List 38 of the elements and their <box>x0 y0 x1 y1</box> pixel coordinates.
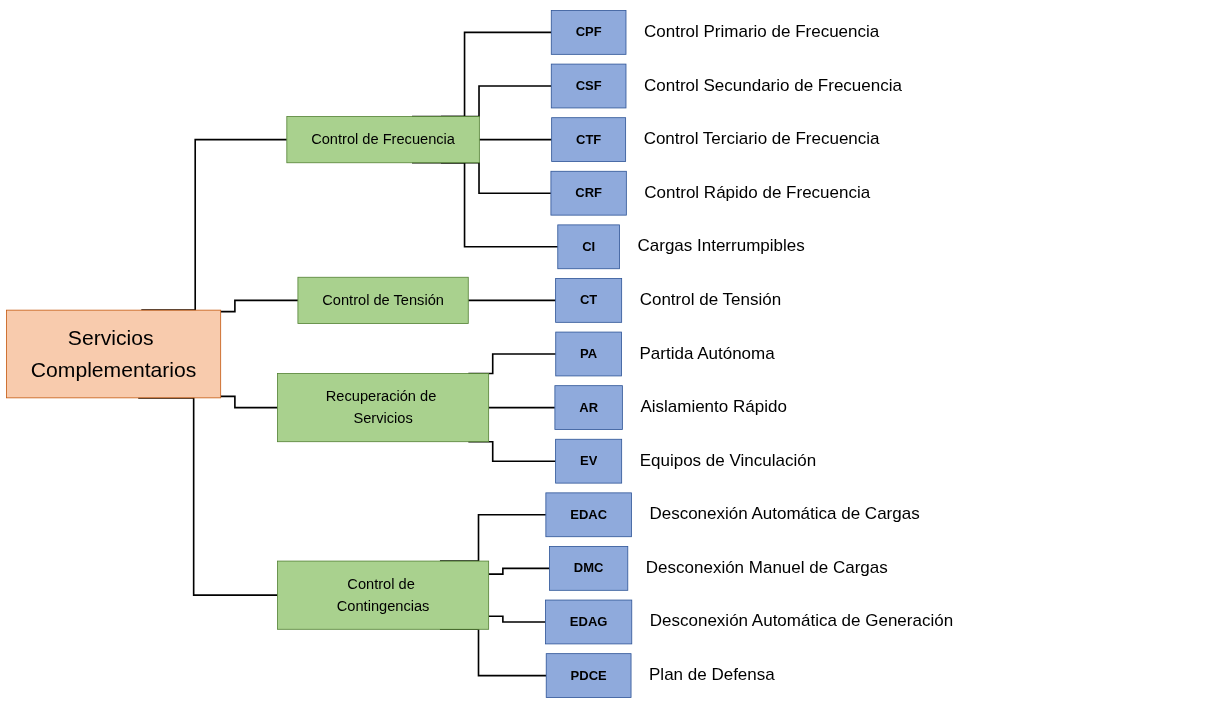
node-box: EDAG <box>545 599 633 644</box>
connector <box>478 138 553 140</box>
description-text: Control Terciario de Frecuencia <box>643 129 880 150</box>
node-box: Servicios Complementarios <box>6 309 222 398</box>
connector <box>487 615 547 623</box>
description-text: Control Rápido de Frecuencia <box>644 182 871 203</box>
connector <box>219 395 279 408</box>
node-box: Control de Tensión <box>297 276 469 324</box>
connector <box>467 299 557 301</box>
node-box: CI <box>557 223 620 269</box>
description-text: Cargas Interrumpibles <box>637 236 805 257</box>
node-box: PA <box>555 331 622 376</box>
description-text: Plan de Defensa <box>649 665 775 686</box>
node-box: CT <box>555 277 623 323</box>
description-text: Control de Tensión <box>639 289 782 310</box>
node-box: PDCE <box>545 652 632 698</box>
node-box: EV <box>555 438 623 484</box>
node-box: DMC <box>549 545 629 591</box>
node-box: CTF <box>551 116 627 162</box>
description-text: Desconexión Automática de Cargas <box>649 504 920 525</box>
description-text: Desconexión Automática de Generación <box>649 611 954 632</box>
description-text: Partida Autónoma <box>639 343 775 364</box>
description-text: Aislamiento Rápido <box>640 397 787 418</box>
connector <box>487 406 556 408</box>
node-box: Recuperación de Servicios <box>277 372 490 442</box>
node-box: CRF <box>550 170 627 216</box>
connector <box>487 567 551 575</box>
description-text: Control Primario de Frecuencia <box>644 21 880 42</box>
node-box: EDAC <box>545 491 632 537</box>
description-text: Equipos de Vinculación <box>639 450 817 471</box>
description-text: Desconexión Manuel de Cargas <box>645 557 888 578</box>
description-text: Control Secundario de Frecuencia <box>644 75 902 96</box>
node-box: CPF <box>550 9 627 55</box>
node-box: Control de Frecuencia <box>286 115 480 163</box>
connector <box>219 299 299 312</box>
node-box: AR <box>554 384 623 430</box>
node-box: CSF <box>550 63 627 108</box>
node-box: Control de Contingencias <box>277 560 490 630</box>
